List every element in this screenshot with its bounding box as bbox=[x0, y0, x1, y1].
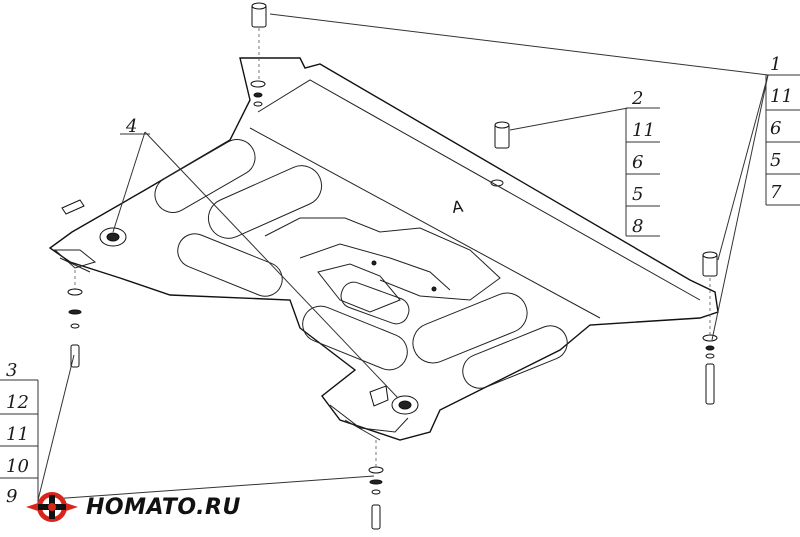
callout-label: 9 bbox=[6, 486, 17, 507]
logo-wheel-icon bbox=[26, 492, 78, 522]
callout-label: 10 bbox=[6, 456, 29, 477]
callout-group-right: 1 11 6 5 7 bbox=[766, 54, 800, 206]
callout-label-single: 4 bbox=[125, 116, 137, 137]
spacer-bushing-right bbox=[702, 251, 718, 277]
callout-label: 12 bbox=[6, 392, 29, 413]
mount-boss-left bbox=[99, 227, 127, 247]
site-logo: HOMATO.RU bbox=[24, 488, 241, 526]
nut-clip-left bbox=[61, 199, 85, 215]
callout-label: 5 bbox=[632, 184, 643, 205]
callout-label: 6 bbox=[632, 152, 643, 173]
callout-label: 11 bbox=[770, 86, 793, 107]
callout-label: 11 bbox=[6, 424, 29, 445]
callout-label: 1 bbox=[770, 54, 781, 75]
callout-label: 5 bbox=[770, 150, 781, 171]
plate-marker: A bbox=[451, 197, 465, 217]
callout-label: 7 bbox=[770, 182, 782, 203]
bolt-right bbox=[705, 363, 715, 405]
bolt-left bbox=[70, 344, 80, 368]
spacer-bushing-center bbox=[494, 121, 510, 149]
callout-label: 2 bbox=[631, 88, 643, 109]
spacer-bushing-top-left bbox=[251, 2, 267, 28]
callout-label: 3 bbox=[6, 360, 17, 381]
callout-label: 11 bbox=[632, 120, 655, 141]
callout-label: 8 bbox=[632, 216, 643, 237]
nut-clip-bottom bbox=[369, 385, 389, 407]
bolt-bottom bbox=[371, 504, 381, 530]
fastener-stack-left bbox=[67, 288, 83, 368]
fastener-stack-right bbox=[702, 334, 718, 405]
logo-text: HOMATO.RU bbox=[86, 494, 241, 520]
skid-plate: A bbox=[48, 57, 719, 441]
callout-group-left: 3 12 11 10 9 bbox=[0, 360, 38, 507]
mount-boss-bottom bbox=[391, 395, 419, 415]
callout-group-center: 2 11 6 5 8 bbox=[626, 88, 660, 237]
fastener-stack-top bbox=[250, 80, 266, 107]
callout-label: 6 bbox=[770, 118, 781, 139]
